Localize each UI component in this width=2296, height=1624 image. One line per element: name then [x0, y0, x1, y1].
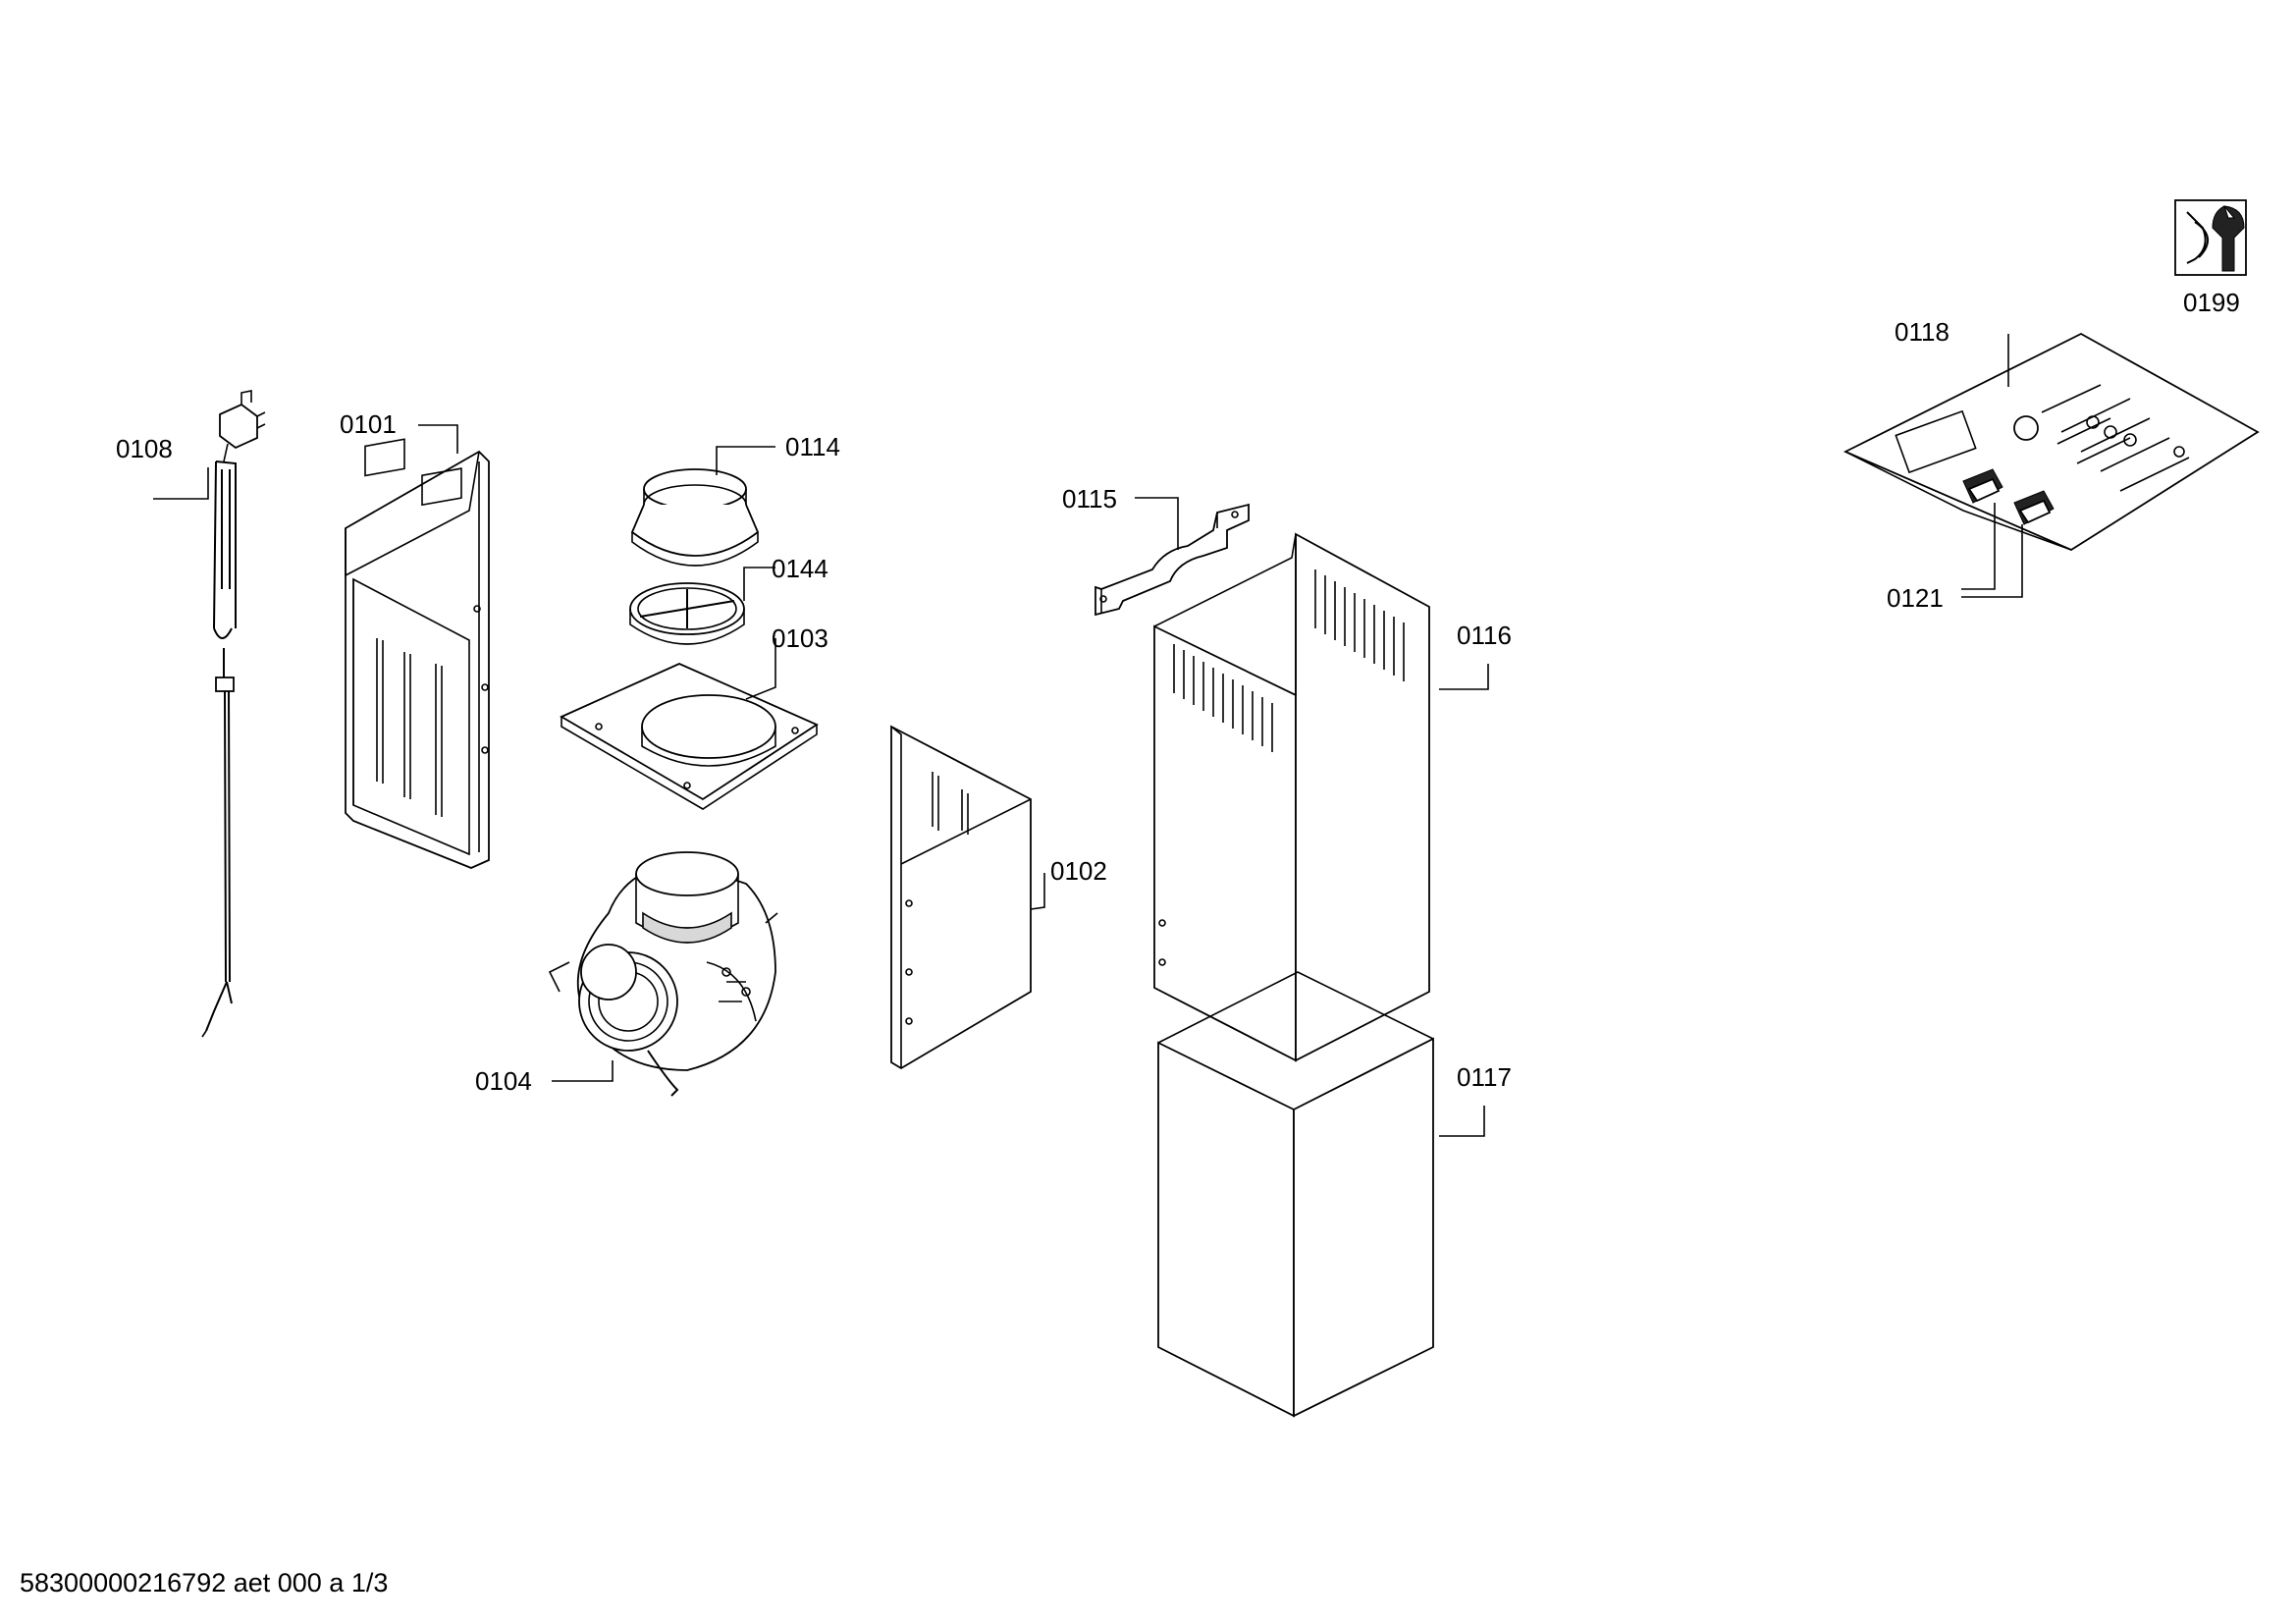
- part-0103-mounting-plate: [560, 663, 819, 810]
- part-0118-accessory-bag: [1842, 332, 2260, 552]
- part-0101-back-panel: [345, 438, 490, 869]
- callout-labels: 0108 0101 0114 0144 0103 0104 0115 0102 …: [116, 288, 2240, 1096]
- label-0144: 0144: [772, 554, 828, 583]
- part-0114-duct-ring: [630, 468, 760, 567]
- label-0199: 0199: [2183, 288, 2240, 317]
- label-0101: 0101: [340, 409, 397, 439]
- label-0114: 0114: [785, 432, 840, 461]
- label-0103: 0103: [772, 623, 828, 653]
- part-0104-fan-motor: [548, 851, 778, 1097]
- part-0144-backflow-ring: [629, 582, 745, 645]
- document-code: 58300000216792 aet 000 a 1/3: [20, 1568, 389, 1597]
- label-0104: 0104: [475, 1066, 532, 1096]
- label-0121: 0121: [1887, 583, 1944, 613]
- part-0117-lower-chimney: [1157, 971, 1434, 1418]
- label-0117: 0117: [1457, 1062, 1512, 1092]
- part-0121-end-caps: [1962, 468, 2055, 525]
- label-0102: 0102: [1050, 856, 1107, 886]
- part-0116-upper-chimney: [1153, 532, 1430, 1062]
- label-0118: 0118: [1895, 317, 1949, 347]
- label-0108: 0108: [116, 434, 173, 463]
- label-0116: 0116: [1457, 621, 1512, 650]
- part-0108-power-cord: [201, 390, 266, 1038]
- part-0115-bracket: [1095, 503, 1250, 617]
- part-0102-front-panel: [890, 725, 1032, 1070]
- wrench-nut-icon: [2174, 199, 2247, 276]
- leader-lines: [153, 334, 2023, 1137]
- label-0115: 0115: [1062, 484, 1117, 514]
